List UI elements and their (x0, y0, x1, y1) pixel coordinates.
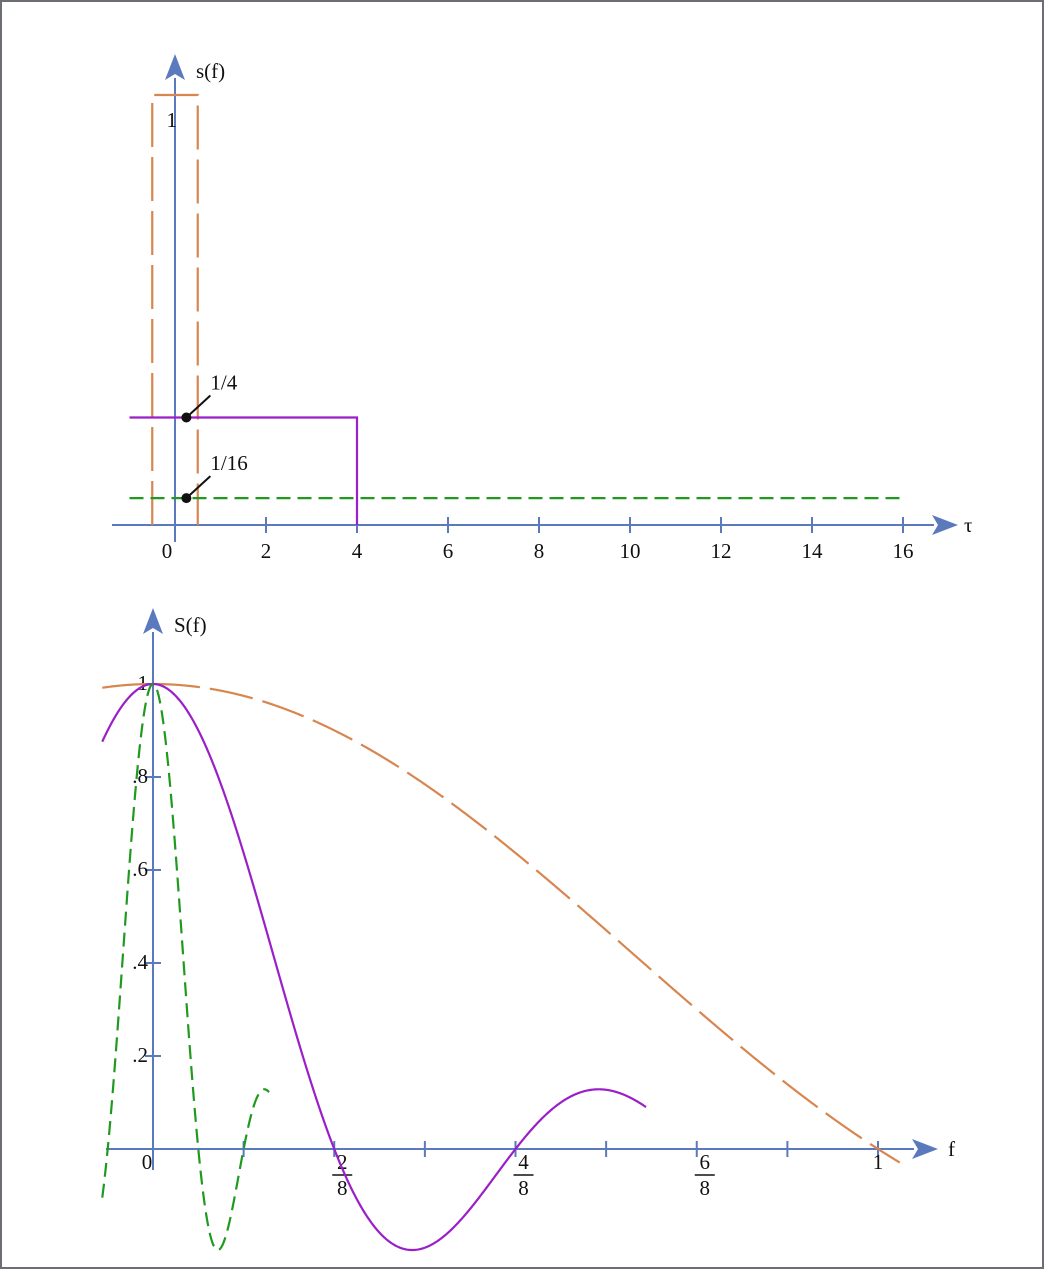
x-tick-label-numerator: 6 (700, 1150, 711, 1174)
x-tick-label-denominator: 8 (700, 1176, 711, 1200)
series-line-orange (151, 93, 199, 525)
y-tick-label: .8 (132, 764, 148, 788)
x-axis-arrow-icon (912, 1139, 938, 1159)
x-tick-label: 1 (873, 1150, 884, 1174)
x-tick-label: 10 (620, 539, 641, 563)
y-tick-label: .6 (132, 857, 148, 881)
x-tick-label: 0 (162, 539, 173, 563)
x-tick-label-numerator: 2 (337, 1150, 348, 1174)
annotation-label: 1/4 (210, 371, 237, 395)
series-curve-green (101, 682, 270, 1252)
x-tick-label-denominator: 8 (337, 1176, 348, 1200)
x-tick-label-denominator: 8 (518, 1176, 529, 1200)
series-curve-purple (101, 682, 647, 1252)
x-tick-label: 6 (443, 539, 454, 563)
x-axis-arrow-icon (932, 515, 958, 535)
x-tick-label-numerator: 4 (518, 1150, 529, 1174)
x-tick-label: 12 (711, 539, 732, 563)
x-axis-label: τ (964, 513, 972, 537)
y-tick-label: 1 (167, 108, 178, 132)
y-axis-arrow-icon (143, 608, 163, 634)
y-tick-label: .4 (132, 950, 148, 974)
x-tick-label: 0 (142, 1150, 153, 1174)
x-tick-label: 16 (893, 539, 914, 563)
time-domain-chart: 0 2 4 6 8 10 12 14 16 1 s(f) τ 1/4 1/16 (112, 54, 972, 563)
x-tick-label: 4 (352, 539, 363, 563)
x-tick-label: 8 (534, 539, 545, 563)
series-curve-orange (102, 682, 901, 1164)
x-tick-label: 2 (261, 539, 272, 563)
annotation-label: 1/16 (210, 451, 247, 475)
y-axis-label: S(f) (174, 613, 207, 637)
y-tick-label: 1 (138, 671, 149, 695)
annotation-leader (185, 475, 212, 499)
y-tick-label: .2 (132, 1043, 148, 1067)
x-axis-label: f (948, 1137, 955, 1161)
x-tick-label: 14 (802, 539, 824, 563)
series-line-purple (129, 416, 359, 525)
y-axis-label: s(f) (196, 59, 225, 83)
annotation-leader (185, 394, 212, 419)
y-axis-arrow-icon (165, 54, 185, 80)
